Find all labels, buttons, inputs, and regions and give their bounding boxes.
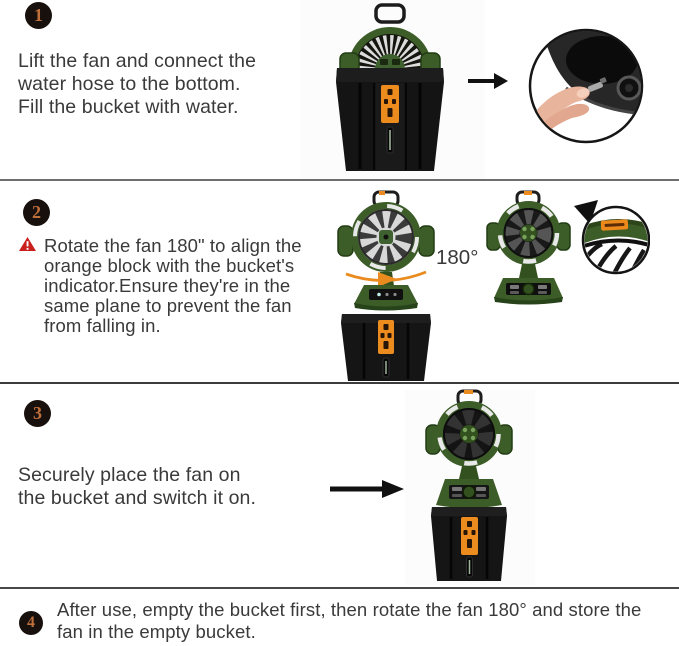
instruction-line: water hose to the bottom. xyxy=(18,73,241,95)
step-3-number: 3 xyxy=(33,403,42,423)
instruction-line: Lift the fan and connect the xyxy=(18,50,257,72)
fan-blades xyxy=(505,210,552,256)
step-2-number: 2 xyxy=(32,202,41,222)
hose-connection-inset xyxy=(528,28,644,144)
instruction-line: Securely place the fan on xyxy=(18,464,241,486)
step-3-instructions: Securely place the fan on the bucket and… xyxy=(18,464,256,510)
orange-info-label xyxy=(378,320,394,354)
instruction-line: Fill the bucket with water. xyxy=(18,96,239,118)
fan-grill xyxy=(356,35,424,70)
orange-block-inset xyxy=(574,200,650,275)
instruction-line: from falling in. xyxy=(44,315,161,336)
hose-connector xyxy=(587,81,603,92)
carry-handle xyxy=(374,3,406,24)
step-1-number: 1 xyxy=(34,5,43,25)
step-1-instructions: Lift the fan and connect the water hose … xyxy=(18,50,256,119)
control-knob xyxy=(462,485,476,499)
fan-hub xyxy=(520,224,537,242)
right-arrow-icon xyxy=(468,73,508,89)
section-divider xyxy=(0,382,679,384)
step-4-number: 4 xyxy=(27,614,35,631)
instruction-line: the bucket and switch it on. xyxy=(18,487,257,509)
fan-front-view-illustration xyxy=(486,190,571,305)
orange-info-label xyxy=(381,85,399,123)
step-4-number-badge: 4 xyxy=(19,611,43,635)
section-divider xyxy=(0,587,679,589)
instruction-line: orange block with the bucket's xyxy=(44,255,295,276)
step-2-number-badge: 2 xyxy=(23,199,50,226)
step-3-number-badge: 3 xyxy=(24,400,51,427)
fan-blades xyxy=(359,210,413,264)
rotation-angle-label: 180° xyxy=(436,246,479,269)
fan-in-bucket-illustration xyxy=(336,3,444,171)
fan-blades xyxy=(444,409,494,459)
orange-info-label xyxy=(461,517,478,555)
instruction-line: indicator.Ensure they're in the xyxy=(44,275,291,296)
control-knob xyxy=(522,282,535,296)
assembled-fan-on-bucket-illustration xyxy=(425,389,513,581)
instruction-line: same plane to prevent the fan xyxy=(44,295,292,316)
fan-hub xyxy=(460,425,478,443)
step-1-number-badge: 1 xyxy=(25,2,52,29)
instruction-line: fan in the empty bucket. xyxy=(57,621,256,642)
fan-hub xyxy=(375,54,405,69)
right-arrow-icon xyxy=(330,480,404,498)
warning-icon xyxy=(19,237,36,251)
step-2-instructions: Rotate the fan 180" to align the orange … xyxy=(44,236,302,336)
step-4-instructions: After use, empty the bucket first, then … xyxy=(57,599,641,643)
section-divider xyxy=(0,179,679,181)
instruction-line: Rotate the fan 180" to align the xyxy=(44,235,302,256)
instruction-line: After use, empty the bucket first, then … xyxy=(57,599,642,620)
fan-rear-view-with-bucket-illustration xyxy=(337,190,435,381)
